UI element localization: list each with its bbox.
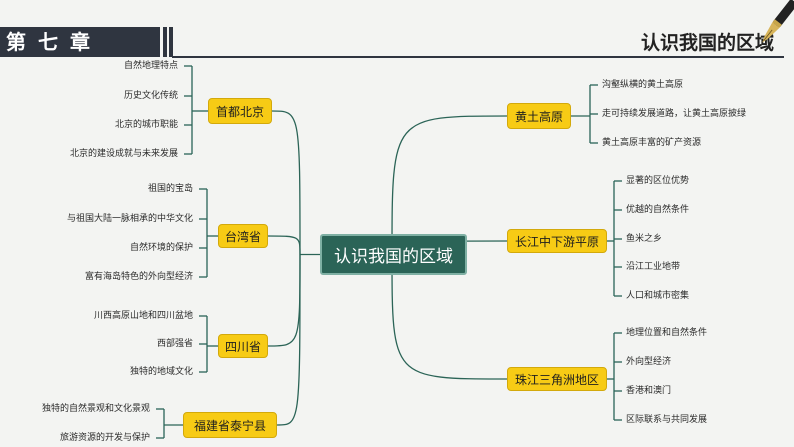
leaf-item: 外向型经济: [626, 357, 672, 367]
branch-node: 台湾省: [218, 224, 268, 248]
leaf-item: 旅游资源的开发与保护: [59, 433, 150, 443]
banner-stripe: [169, 27, 173, 57]
page-title: 认识我国的区域: [640, 32, 774, 54]
chapter-banner: 第七章: [0, 27, 160, 57]
leaf-item: 区际联系与共同发展: [626, 415, 708, 425]
leaf-item: 显著的区位优势: [626, 176, 690, 186]
branch-node: 首都北京: [208, 98, 272, 124]
leaf-item: 富有海岛特色的外向型经济: [84, 272, 193, 282]
leaf-item: 自然地理特点: [123, 61, 178, 71]
branch-node: 四川省: [218, 334, 268, 358]
leaf-item: 鱼米之乡: [626, 234, 663, 244]
leaf-item: 北京的建设成就与未来发展: [69, 149, 178, 159]
branch-node: 珠江三角洲地区: [507, 367, 607, 391]
branch-connector: [276, 254, 301, 426]
banner-stripe: [163, 27, 167, 57]
branch-node: 福建省泰宁县: [183, 412, 277, 438]
branch-connector: [267, 235, 301, 255]
leaf-item: 川西高原山地和四川盆地: [93, 311, 193, 321]
leaf-item: 沿江工业地带: [626, 262, 681, 272]
leaf-item: 独特的地域文化: [129, 367, 193, 377]
leaf-item: 自然环境的保护: [129, 243, 193, 253]
header-divider: [172, 56, 784, 58]
branch-node: 黄土高原: [507, 103, 571, 129]
branch-connector: [391, 254, 508, 380]
leaf-item: 独特的自然景观和文化景观: [41, 404, 150, 414]
leaf-item: 祖国的宝岛: [147, 184, 193, 194]
center-node: 认识我国的区域: [320, 234, 467, 275]
branch-connector: [271, 110, 301, 255]
branch-connector: [391, 115, 508, 255]
leaf-item: 沟壑纵横的黄土高原: [602, 80, 684, 90]
leaf-item: 黄土高原丰富的矿产资源: [602, 138, 702, 148]
leaf-item: 人口和城市密集: [626, 291, 690, 301]
leaf-item: 地理位置和自然条件: [626, 328, 708, 338]
leaf-item: 西部强省: [156, 339, 193, 349]
branch-connector: [267, 254, 301, 347]
branch-node: 长江中下游平原: [507, 229, 607, 253]
leaf-item: 历史文化传统: [123, 91, 178, 101]
leaf-item: 北京的城市职能: [114, 120, 178, 130]
chapter-label: 第七章: [6, 30, 102, 54]
fountain-pen-icon: [762, 0, 794, 43]
leaf-item: 香港和澳门: [626, 386, 672, 396]
leaf-item: 优越的自然条件: [626, 205, 690, 215]
leaf-item: 与祖国大陆一脉相承的中华文化: [66, 214, 193, 224]
leaf-item: 走可持续发展道路，让黄土高原披绿: [602, 109, 747, 119]
